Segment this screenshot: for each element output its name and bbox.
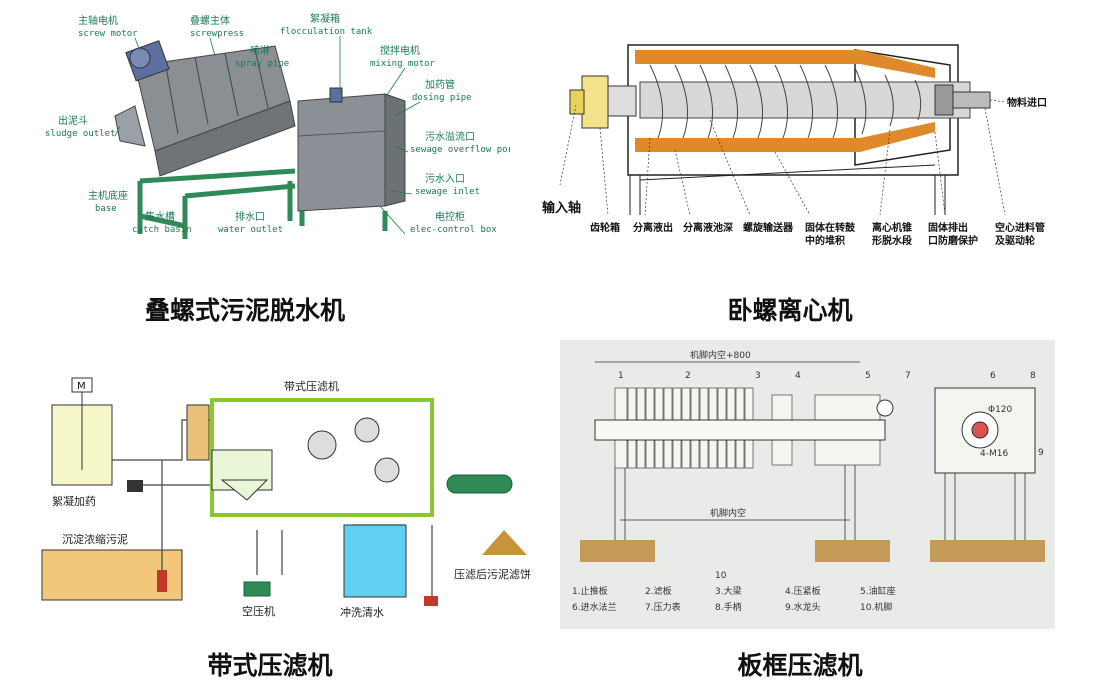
label-mixing-en: mixing motor [370,59,436,69]
motor-m-label: M [77,381,86,392]
label-cone-1: 离心机锥 [872,221,912,234]
label-belt-title: 带式压滤机 [284,379,339,393]
centrifuge-svg: 物料进口 输入轴 齿轮箱 分离液出 分离液池深 螺旋输送器 固体在转鼓 中的堆积… [542,44,1047,247]
callout-8: 8 [1030,371,1036,381]
label-base-cn: 主机底座 [88,189,128,202]
label-spray-en: spray pipe [235,59,289,69]
callout-5: 5 [865,371,871,381]
label-catch-basin-cn: 集水槽 [145,210,175,223]
label-air-compressor: 空压机 [242,604,275,618]
label-catch-basin-en: catch basin [132,225,192,235]
legend-item-9: 9.水龙头 [785,601,821,613]
label-solid-out-1: 固体排出 [928,221,968,234]
screw-press-svg: 主轴电机 screw motor 叠螺主体 screwpress 絮凝箱 flo… [45,12,518,239]
label-elec-box-cn: 电控柜 [435,210,465,223]
dim-inner: 机脚内空 [710,507,746,519]
caption-centrifuge: 卧螺离心机 [727,296,853,325]
callout-numbers: 1 2 3 4 5 6 7 8 9 10 [618,371,1044,581]
legend-item-8: 8.手柄 [715,601,742,613]
caption-belt-press: 带式压滤机 [207,651,333,680]
label-pool-depth: 分离液池深 [683,221,733,234]
caption-plate-frame: 板框压滤机 [737,651,863,680]
callout-6: 6 [990,371,996,381]
label-spray-cn: 喷淋 [250,44,270,57]
label-wash-water: 冲洗清水 [340,605,384,619]
label-overflow-cn: 污水溢流口 [425,130,475,143]
dim-bolt: 4-M16 [980,449,1008,459]
callout-10: 10 [715,571,727,581]
label-solids-2: 中的堆积 [805,234,845,247]
label-elec-box-en: elec-control box [410,225,497,235]
legend-item-3: 3.大梁 [715,585,742,597]
centrifuge-diagram: 物料进口 输入轴 齿轮箱 分离液出 分离液池深 螺旋输送器 固体在转鼓 中的堆积… [540,20,1085,255]
plate-frame-svg: 机脚内空+800 1 2 3 4 5 6 7 8 9 10 机脚内空 [572,349,1045,613]
label-gearbox: 齿轮箱 [590,221,620,234]
dim-top: 机脚内空+800 [690,349,751,361]
label-dosing-en: dosing pipe [412,93,472,103]
plate-frame-diagram: 机脚内空+800 1 2 3 4 5 6 7 8 9 10 机脚内空 [560,340,1055,629]
label-cone-2: 形脱水段 [872,234,912,247]
callout-4: 4 [795,371,801,381]
screw-press-diagram: 主轴电机 screw motor 叠螺主体 screwpress 絮凝箱 flo… [40,6,518,244]
label-flocculant: 絮凝加药 [52,494,96,508]
label-screw-motor-cn: 主轴电机 [78,14,118,27]
callout-1: 1 [618,371,624,381]
label-overflow-en: sewage overflow port [410,145,510,155]
label-screwpress-cn: 叠螺主体 [190,15,230,27]
label-mixing-cn: 搅拌电机 [380,44,420,57]
label-settled-sludge: 沉淀浓缩污泥 [62,532,128,546]
label-base-en: base [95,204,117,214]
label-inlet-cn: 污水入口 [425,173,465,185]
label-screw-motor-en: screw motor [78,29,138,39]
label-water-outlet-cn: 排水口 [235,210,265,223]
dim-diameter: Φ120 [988,405,1013,415]
label-floc-tank-en: flocculation tank [280,27,373,37]
legend-item-10: 10.机脚 [860,601,892,613]
screw-press-labels: 主轴电机 screw motor 叠螺主体 screwpress 絮凝箱 flo… [45,12,518,235]
legend-item-2: 2.滤板 [645,585,672,597]
label-dosing-cn: 加药管 [425,78,455,91]
label-hollow-1: 空心进料管 [995,221,1045,234]
label-hollow-2: 及驱动轮 [995,234,1035,247]
label-input-shaft: 输入轴 [542,200,581,216]
belt-press-diagram: M 絮凝加药 沉淀浓缩污泥 带式压滤机 压滤后污泥滤饼 空压机 冲洗清水 [22,360,547,630]
label-water-outlet-en: water outlet [218,225,283,235]
callout-9: 9 [1038,448,1044,458]
belt-press-svg: M 絮凝加药 沉淀浓缩污泥 带式压滤机 压滤后污泥滤饼 空压机 冲洗清水 [41,377,531,619]
label-sludge-outlet-en: sludge outlet [45,129,115,139]
label-floc-tank-cn: 絮凝箱 [310,12,340,25]
label-screw-conveyor: 螺旋输送器 [743,221,794,234]
centrifuge-labels: 物料进口 输入轴 齿轮箱 分离液出 分离液池深 螺旋输送器 固体在转鼓 中的堆积… [542,96,1047,247]
label-cake: 压滤后污泥滤饼 [454,567,531,581]
legend-item-4: 4.压紧板 [785,585,821,597]
label-solids-1: 固体在转鼓 [805,221,856,234]
callout-7: 7 [905,371,911,381]
legend-item-5: 5.油缸座 [860,585,896,597]
label-sludge-outlet-cn: 出泥斗 [58,114,88,127]
legend-item-6: 6.进水法兰 [572,601,617,613]
label-material-inlet: 物料进口 [1007,96,1047,109]
label-liquid-out: 分离液出 [633,221,673,234]
part-legend: 1.止推板 2.滤板 3.大梁 4.压紧板 5.油缸座 6.进水法兰 7.压力表… [572,585,896,613]
label-inlet-en: sewage inlet [415,187,480,197]
legend-item-1: 1.止推板 [572,585,608,597]
caption-screw-press: 叠螺式污泥脱水机 [144,296,345,325]
callout-2: 2 [685,371,691,381]
label-solid-out-2: 口防磨保护 [928,234,978,247]
legend-item-7: 7.压力表 [645,601,681,613]
callout-3: 3 [755,371,761,381]
label-screwpress-en: screwpress [190,29,244,39]
